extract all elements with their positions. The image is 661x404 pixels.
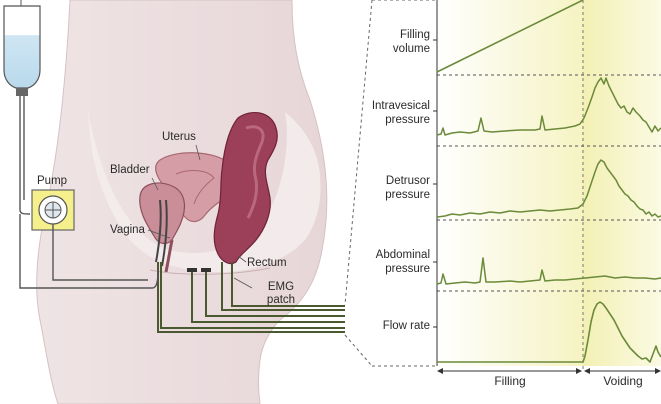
- pump-label: Pump: [37, 175, 68, 187]
- catheter-line: [52, 224, 148, 281]
- pelvis-anatomy: [36, 0, 345, 404]
- arrowhead: [584, 368, 590, 374]
- infusion-setup: [3, 0, 159, 289]
- emg-label-line2: patch: [266, 294, 296, 306]
- trace-label-line1: Flow rate: [382, 320, 430, 332]
- detrusor-pressure-trace: [436, 159, 661, 218]
- catheter-tube: [155, 199, 162, 263]
- intravesical-pressure-trace: [436, 77, 661, 136]
- emg-patch: [187, 268, 197, 272]
- voiding-phase-label: Voiding: [603, 374, 643, 388]
- arrowhead: [655, 368, 661, 374]
- catheter-line: [19, 214, 159, 289]
- filling-volume-label: Filling volume: [350, 29, 430, 56]
- trace-label-line1: Abdominal: [375, 249, 430, 261]
- filling-phase-label: Filling: [494, 374, 526, 388]
- vagina: [164, 239, 174, 273]
- abdominal-pressure-trace: [436, 257, 661, 285]
- emg-label-line1: EMG: [267, 281, 295, 293]
- emg-patch-label: EMG patch: [261, 281, 301, 307]
- intravesical-pressure-label: Intravesical pressure: [350, 100, 430, 127]
- trace-label-line1: Filling: [399, 29, 430, 41]
- catheter-tube: [161, 199, 168, 267]
- detrusor-pressure-label: Detrusor pressure: [350, 175, 430, 202]
- trace-label-line1: Detrusor: [385, 175, 430, 187]
- bladder-label: Bladder: [110, 164, 150, 176]
- uterus-label: Uterus: [162, 131, 196, 143]
- callout-lines: [344, 0, 437, 367]
- filling-volume-trace: [436, 0, 584, 73]
- arrowhead: [437, 368, 443, 374]
- trace-label-line2: pressure: [385, 113, 430, 126]
- rectum-label: Rectum: [247, 257, 287, 269]
- leader-line: [233, 277, 253, 289]
- trace-label-line2: pressure: [385, 262, 430, 275]
- abdominal-pressure-label: Abdominal pressure: [350, 249, 430, 276]
- leader-line: [151, 177, 159, 191]
- trace-label-line1: Intravesical: [371, 100, 430, 112]
- trace-label-line2: volume: [392, 42, 430, 55]
- leader-line: [195, 144, 201, 161]
- pump-rotor-arm: [45, 202, 61, 218]
- emg-leads: [157, 262, 345, 333]
- trace-label-line2: pressure: [385, 188, 430, 201]
- voiding-phase-bg: [583, 0, 661, 366]
- filling-phase-bg: [437, 0, 583, 366]
- flow-rate-trace: [437, 301, 661, 363]
- bag-outlet: [16, 88, 28, 96]
- trace-panel: [433, 0, 661, 374]
- arrowhead: [576, 368, 582, 374]
- vagina-label: Vagina: [110, 224, 145, 236]
- leader-line: [237, 255, 247, 263]
- infusion-bag: [3, 5, 41, 89]
- rectum-highlight: [245, 125, 265, 219]
- emg-patch: [201, 268, 211, 272]
- leader-line: [147, 229, 171, 239]
- flow-rate-label: Flow rate: [350, 320, 430, 334]
- infusion-tube: [19, 96, 31, 215]
- uterine-cavity: [175, 170, 215, 205]
- rectum: [213, 111, 278, 265]
- bladder: [139, 182, 186, 245]
